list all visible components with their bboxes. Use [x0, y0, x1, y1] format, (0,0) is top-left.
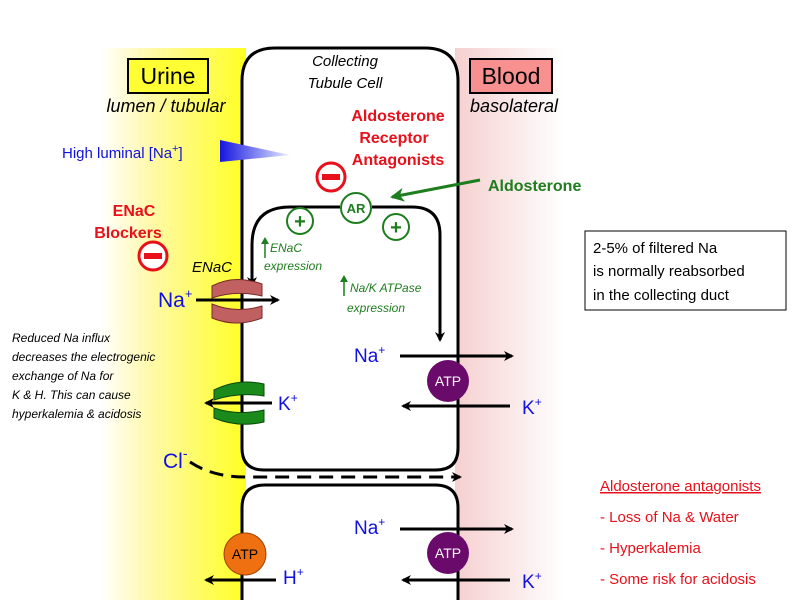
cl-label: Cl- — [163, 445, 188, 473]
aldosterone-arrow — [390, 178, 481, 202]
svg-text:expression: expression — [347, 301, 405, 315]
k-channel-label: K+ — [278, 391, 298, 415]
lower-tubule-cell — [240, 483, 460, 605]
svg-text:ATP: ATP — [435, 373, 461, 389]
na-k-atpase-pump-lower: ATP — [427, 532, 469, 574]
urine-label: Urine — [141, 63, 196, 89]
na-k-atpase-pump-upper: ATP — [427, 360, 469, 402]
h-label: H+ — [283, 565, 304, 589]
antagonists-item-2: - Hyperkalemia — [600, 540, 702, 557]
info-line1: 2-5% of filtered Na — [593, 240, 718, 257]
atpase-signal-path — [372, 205, 445, 342]
enac-signal-path — [247, 205, 340, 287]
nak-expression-note: Na/K ATPase expression — [340, 275, 422, 315]
minus-inhibit-icon — [315, 161, 347, 193]
blood-sublabel: basolateral — [470, 96, 559, 116]
svg-text:expression: expression — [264, 259, 322, 273]
enac-label: ENaC — [192, 259, 232, 276]
svg-text:K & H. This can cause: K & H. This can cause — [12, 388, 131, 402]
enac-blockers-line1: ENaC — [113, 203, 156, 220]
k-atpase-label-upper: K+ — [522, 395, 542, 419]
cell-title-line2: Tubule Cell — [308, 75, 383, 92]
blood-label: Blood — [482, 63, 541, 89]
minus-enac-inhibit-icon — [137, 240, 169, 272]
enac-expression-note: ENaC expression — [261, 237, 322, 273]
antagonists-title: Aldosterone antagonists — [600, 478, 761, 495]
cl-paracellular-arrow — [189, 460, 462, 482]
ar-label: AR — [347, 201, 366, 216]
enac-blockers-line2: Blockers — [94, 225, 162, 242]
aldosterone-label: Aldosterone — [488, 178, 581, 195]
enac-channel-icon — [211, 279, 263, 324]
blood-label-box — [469, 58, 553, 94]
antagonists-item-1: - Loss of Na & Water — [600, 509, 739, 526]
urine-label-box — [127, 58, 209, 94]
filtered-na-info-box — [584, 230, 787, 311]
svg-text:+: + — [294, 211, 306, 233]
plus-stimulate-icon-left: + — [286, 207, 314, 235]
plus-stimulate-icon-right: + — [382, 213, 410, 241]
info-line3: in the collecting duct — [593, 287, 730, 304]
svg-text:Reduced Na influx: Reduced Na influx — [12, 331, 111, 345]
svg-text:+: + — [390, 217, 402, 239]
collecting-tubule-cell — [240, 46, 460, 472]
k-channel-icon — [213, 381, 265, 425]
urine-sublabel: lumen / tubular — [106, 96, 226, 116]
blood-region — [455, 48, 565, 600]
na-atpase-label-upper: Na+ — [354, 343, 385, 367]
urine-lumen-region — [100, 48, 246, 600]
antagonists-item-3: - Some risk for acidosis — [600, 571, 756, 588]
aldosterone-receptor: AR — [340, 192, 372, 224]
info-line2: is normally reabsorbed — [593, 263, 745, 280]
na-enac-label: Na+ — [158, 286, 192, 312]
na-atpase-label-lower: Na+ — [354, 515, 385, 539]
ara-label-line1: Aldosterone — [351, 108, 444, 125]
ara-label-line3: Antagonists — [352, 152, 445, 169]
svg-text:Na/K ATPase: Na/K ATPase — [350, 281, 422, 295]
h-atpase-pump: ATP — [223, 532, 267, 576]
na-gradient-wedge — [220, 140, 290, 162]
svg-text:exchange of Na for: exchange of Na for — [12, 369, 114, 383]
high-luminal-na-label: High luminal [Na+] — [62, 143, 183, 162]
svg-text:hyperkalemia & acidosis: hyperkalemia & acidosis — [12, 407, 141, 421]
svg-text:decreases the electrogenic: decreases the electrogenic — [12, 350, 155, 364]
reduced-na-influx-note: Reduced Na influx decreases the electrog… — [12, 331, 155, 421]
svg-text:ENaC: ENaC — [270, 241, 302, 255]
cell-title-line1: Collecting — [312, 53, 379, 70]
svg-text:ATP: ATP — [232, 546, 258, 562]
ara-label-line2: Receptor — [359, 130, 428, 147]
k-atpase-label-lower: K+ — [522, 569, 542, 593]
svg-text:ATP: ATP — [435, 545, 461, 561]
